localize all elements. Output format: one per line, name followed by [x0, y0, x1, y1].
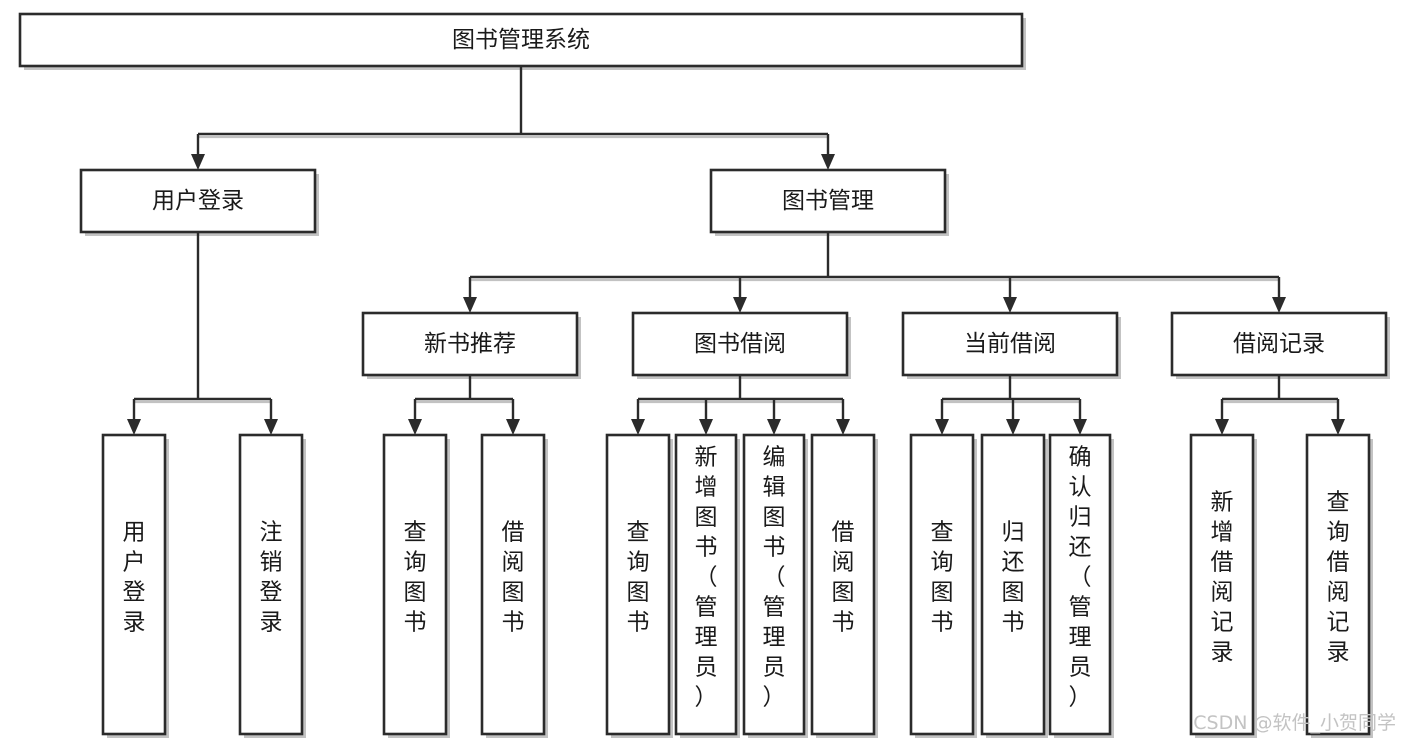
node-label: 查询图书	[404, 520, 427, 636]
watermark-text: CSDN @软件_小贺同学	[1193, 712, 1396, 734]
node-lf1: 用户登录	[101, 433, 167, 736]
node-label: 确认归还（管理员）	[1069, 445, 1092, 711]
node-lf6: 新增图书（管理员）	[674, 433, 738, 736]
node-label: 借阅图书	[502, 520, 525, 636]
node-lf4: 借阅图书	[480, 433, 546, 736]
node-l3b: 图书借阅	[631, 311, 849, 377]
node-label: 新增借阅记录	[1211, 490, 1234, 666]
node-label: 查询图书	[627, 520, 650, 636]
node-l2a: 用户登录	[79, 168, 317, 234]
node-label: 借阅图书	[832, 520, 855, 636]
node-layer: 图书管理系统用户登录图书管理新书推荐图书借阅当前借阅借阅记录用户登录注销登录查询…	[18, 12, 1388, 736]
node-label: 当前借阅	[964, 331, 1056, 357]
node-lf5: 查询图书	[605, 433, 671, 736]
node-lf9: 查询图书	[909, 433, 975, 736]
node-l3a: 新书推荐	[361, 311, 579, 377]
node-label: 查询借阅记录	[1327, 490, 1350, 666]
node-lf10: 归还图书	[980, 433, 1046, 736]
node-l3d: 借阅记录	[1170, 311, 1388, 377]
node-label: 用户登录	[123, 520, 146, 636]
node-lf2: 注销登录	[238, 433, 304, 736]
node-label: 查询图书	[931, 520, 954, 636]
node-lf12: 新增借阅记录	[1189, 433, 1255, 736]
node-lf8: 借阅图书	[810, 433, 876, 736]
node-l3c: 当前借阅	[901, 311, 1119, 377]
node-label: 注销登录	[260, 520, 283, 636]
node-lf11: 确认归还（管理员）	[1048, 433, 1112, 736]
node-label: 编辑图书（管理员）	[763, 445, 786, 711]
node-label: 借阅记录	[1233, 331, 1325, 357]
node-label: 用户登录	[152, 188, 244, 214]
node-label: 归还图书	[1002, 520, 1025, 636]
node-root: 图书管理系统	[18, 12, 1024, 68]
node-label: 图书管理	[782, 188, 874, 214]
node-label: 新书推荐	[424, 331, 516, 357]
node-lf13: 查询借阅记录	[1305, 433, 1371, 736]
node-label: 新增图书（管理员）	[695, 445, 718, 711]
node-lf7: 编辑图书（管理员）	[742, 433, 806, 736]
node-l2b: 图书管理	[709, 168, 947, 234]
node-label: 图书借阅	[694, 331, 786, 357]
node-label: 图书管理系统	[452, 27, 590, 53]
connector-layer	[127, 66, 1345, 435]
node-lf3: 查询图书	[382, 433, 448, 736]
